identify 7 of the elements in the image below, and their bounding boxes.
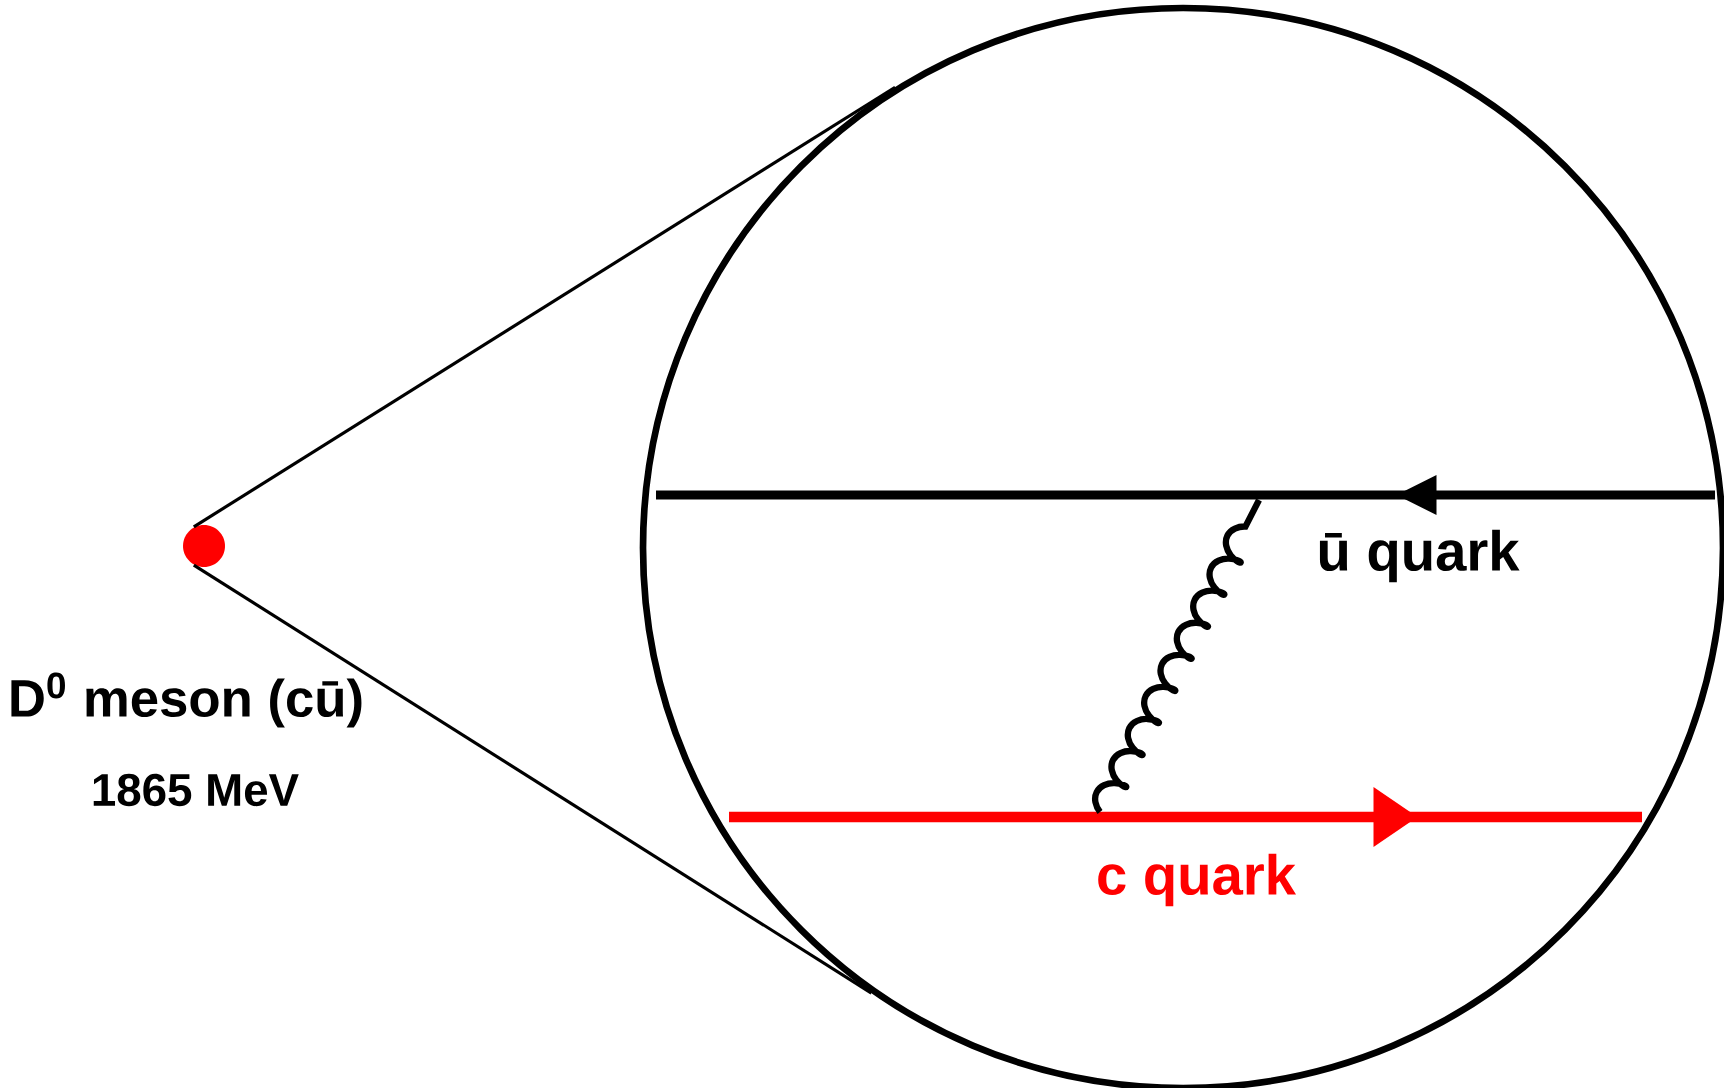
particle-label: c quark xyxy=(1098,853,1296,907)
zoom-line xyxy=(192,85,896,529)
zoom-line xyxy=(192,563,873,995)
particle-caption: D$^{0}$ meson (cū) xyxy=(11,672,362,728)
particle-dot xyxy=(183,525,225,567)
particle-caption: 1865 MeV xyxy=(93,773,299,807)
particle-label: ū quark xyxy=(1319,529,1520,583)
